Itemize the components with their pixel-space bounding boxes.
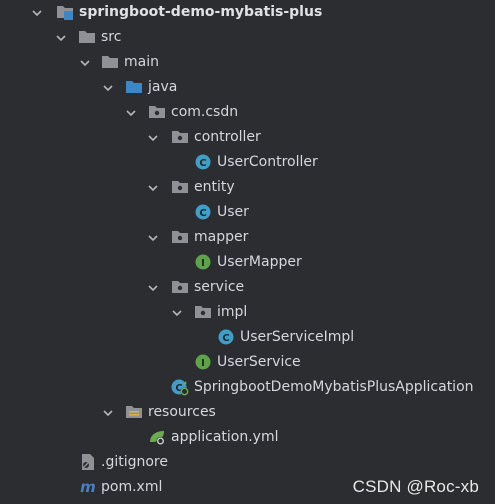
tree-node-entity[interactable]: entity xyxy=(0,175,495,200)
package-icon xyxy=(194,303,212,321)
chevron-down-icon[interactable] xyxy=(78,50,92,75)
class-icon: C xyxy=(194,153,212,171)
maven-icon: m xyxy=(79,478,97,496)
class-icon: C xyxy=(194,203,212,221)
tree-node-label: java xyxy=(148,79,178,95)
spring-boot-application-icon: C xyxy=(171,378,189,396)
folder-icon xyxy=(78,28,96,46)
tree-node-label: SpringbootDemoMybatisPlusApplication xyxy=(194,379,474,395)
folder-icon xyxy=(101,53,119,71)
chevron-down-icon[interactable] xyxy=(146,175,160,200)
chevron-down-icon[interactable] xyxy=(101,400,115,425)
chevron-down-icon[interactable] xyxy=(54,25,68,50)
module-folder-icon xyxy=(56,3,74,21)
package-icon xyxy=(171,228,189,246)
package-icon xyxy=(171,178,189,196)
class-icon: C xyxy=(217,328,235,346)
package-icon xyxy=(148,103,166,121)
tree-node-label: application.yml xyxy=(171,429,279,445)
tree-node-label: pom.xml xyxy=(101,479,163,495)
tree-node-user-controller[interactable]: C UserController xyxy=(0,150,495,175)
tree-node-label: impl xyxy=(217,304,248,320)
tree-node-label: UserController xyxy=(217,154,318,170)
chevron-down-icon[interactable] xyxy=(146,225,160,250)
tree-node-mapper[interactable]: mapper xyxy=(0,225,495,250)
tree-node-user-service[interactable]: I UserService xyxy=(0,350,495,375)
tree-node-resources[interactable]: resources xyxy=(0,400,495,425)
tree-node-package[interactable]: com.csdn xyxy=(0,100,495,125)
tree-node-label: service xyxy=(194,279,245,295)
svg-text:I: I xyxy=(201,258,205,269)
tree-node-label: UserServiceImpl xyxy=(240,329,355,345)
tree-node-pom[interactable]: m pom.xml xyxy=(0,475,495,500)
project-name-label: springboot-demo-mybatis-plus xyxy=(79,4,323,20)
svg-text:C: C xyxy=(175,383,182,394)
svg-text:C: C xyxy=(222,333,229,344)
tree-node-project[interactable]: springboot-demo-mybatis-plus xyxy=(0,0,495,25)
chevron-down-icon[interactable] xyxy=(170,300,184,325)
chevron-down-icon[interactable] xyxy=(30,0,44,25)
resources-root-folder-icon xyxy=(125,403,143,421)
watermark: CSDN @Roc-xb xyxy=(352,477,479,496)
tree-node-gitignore[interactable]: .gitignore xyxy=(0,450,495,475)
interface-icon: I xyxy=(194,253,212,271)
tree-node-label: main xyxy=(124,54,159,70)
tree-node-impl[interactable]: impl xyxy=(0,300,495,325)
tree-node-application-yml[interactable]: application.yml xyxy=(0,425,495,450)
tree-node-label: src xyxy=(101,29,122,45)
chevron-down-icon[interactable] xyxy=(146,275,160,300)
tree-node-label: controller xyxy=(194,129,261,145)
tree-node-label: entity xyxy=(194,179,235,195)
chevron-down-icon[interactable] xyxy=(124,100,138,125)
spring-yml-icon xyxy=(148,428,166,446)
tree-node-label: resources xyxy=(148,404,216,420)
tree-node-label: UserMapper xyxy=(217,254,302,270)
chevron-down-icon[interactable] xyxy=(101,75,115,100)
interface-icon: I xyxy=(194,353,212,371)
svg-text:m: m xyxy=(80,478,96,496)
tree-node-user-mapper[interactable]: I UserMapper xyxy=(0,250,495,275)
package-icon xyxy=(171,128,189,146)
tree-node-label: User xyxy=(217,204,249,220)
chevron-down-icon[interactable] xyxy=(146,125,160,150)
tree-node-label: .gitignore xyxy=(101,454,168,470)
svg-text:C: C xyxy=(199,158,206,169)
tree-node-application-class[interactable]: C SpringbootDemoMybatisPlusApplication xyxy=(0,375,495,400)
tree-node-label: UserService xyxy=(217,354,301,370)
tree-node-main[interactable]: main xyxy=(0,50,495,75)
tree-node-java[interactable]: java xyxy=(0,75,495,100)
svg-text:C: C xyxy=(199,208,206,219)
package-icon xyxy=(171,278,189,296)
tree-node-service[interactable]: service xyxy=(0,275,495,300)
tree-node-label: mapper xyxy=(194,229,249,245)
tree-node-user-service-impl[interactable]: C UserServiceImpl xyxy=(0,325,495,350)
gitignore-icon xyxy=(79,453,97,471)
tree-node-src[interactable]: src xyxy=(0,25,495,50)
tree-node-user[interactable]: C User xyxy=(0,200,495,225)
tree-node-controller[interactable]: controller xyxy=(0,125,495,150)
tree-node-label: com.csdn xyxy=(171,104,239,120)
source-root-folder-icon xyxy=(125,78,143,96)
svg-text:I: I xyxy=(201,358,205,369)
